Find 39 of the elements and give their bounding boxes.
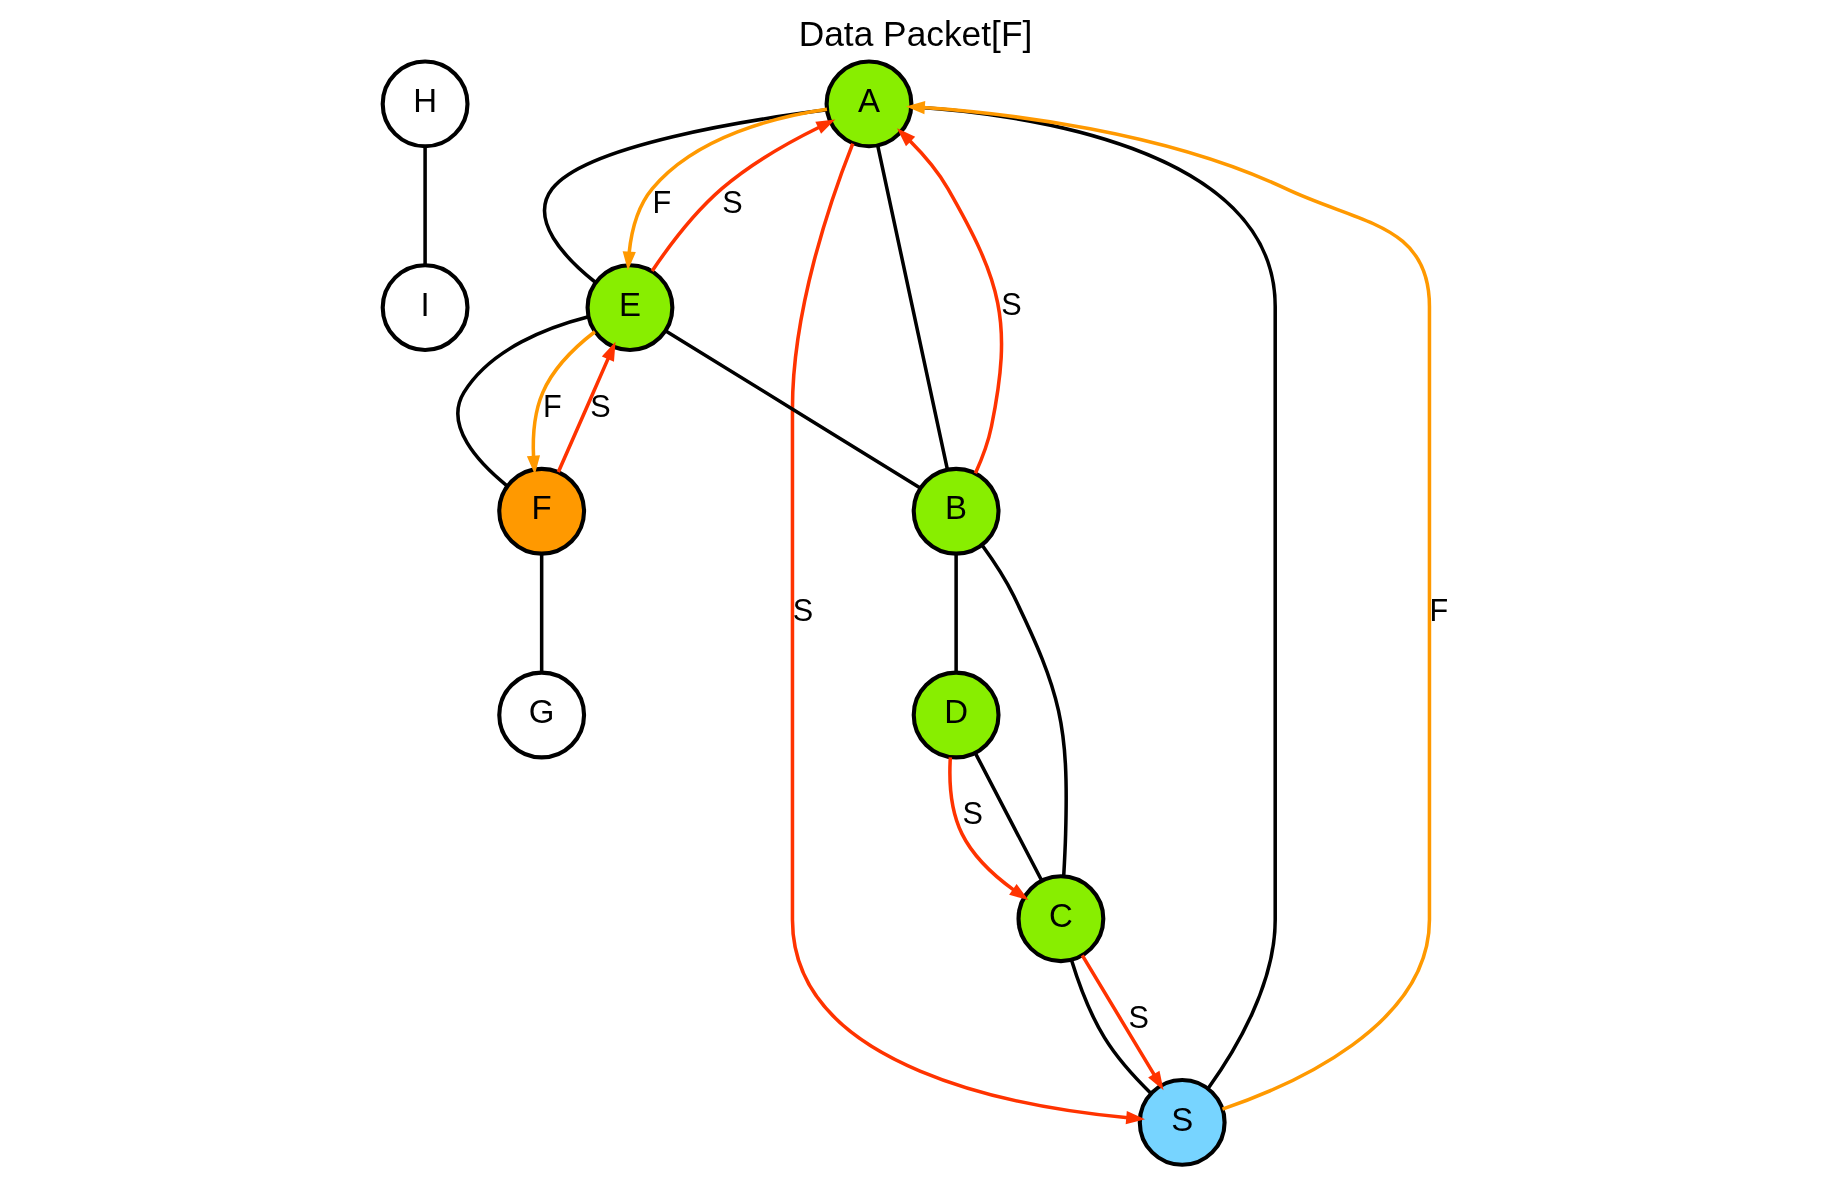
node-circle: S [1137,1077,1227,1167]
edge-label: S [722,185,743,220]
arrow [906,101,1432,1111]
node-circle: B [911,466,1001,556]
edge-label: S [792,592,814,627]
arrow [948,757,1029,901]
node-circle: C [1016,874,1106,964]
connector [542,108,828,284]
node-circle: G [497,670,587,760]
connector [911,104,1277,1090]
arrow [526,330,596,475]
connector [973,752,1044,882]
connector [875,145,950,470]
edge-label: S [962,796,983,831]
connector [539,553,544,673]
node-circle: D [911,670,1001,760]
connector [456,315,589,488]
arrow [556,341,616,473]
edge-label: F [542,388,562,423]
arrow [1080,954,1164,1091]
edge-label: S [1128,999,1149,1034]
edge-label: F [1429,592,1449,627]
connector [954,553,958,673]
arrow [650,119,836,272]
diagram-title: Data Packet[F] [798,14,1033,54]
node-circle: E [585,263,675,353]
connector [1069,959,1153,1095]
arrow [790,142,1146,1125]
connector [664,329,922,490]
edge-label: F [652,185,672,220]
arrow [897,128,1004,474]
node-circle: I [380,263,470,353]
edge-label: S [1001,287,1022,322]
arrow [622,107,828,271]
edge-label: S [590,388,611,423]
connector [980,544,1068,877]
connector [423,146,427,265]
node-circle: H [380,59,470,149]
node-circle: F [497,466,587,556]
